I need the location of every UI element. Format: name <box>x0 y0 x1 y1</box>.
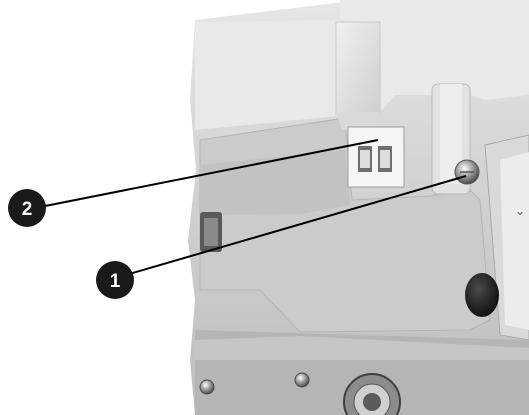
callout-1: 1 <box>96 261 134 299</box>
leader-line-1 <box>111 175 467 280</box>
callout-2-circle <box>8 189 46 227</box>
leader-line-2 <box>39 139 379 208</box>
callout-1-label: 1 <box>110 271 121 292</box>
bottom-screw-mid <box>294 372 310 388</box>
callout-1-circle <box>96 261 134 299</box>
bottom-screw-left <box>199 379 215 395</box>
callout-2: 2 <box>8 189 46 227</box>
svg-text:⌄: ⌄ <box>515 204 525 218</box>
callout-2-label: 2 <box>22 199 33 220</box>
black-knob <box>465 273 499 317</box>
dip-switch <box>347 126 405 188</box>
slot-housing <box>335 21 381 115</box>
